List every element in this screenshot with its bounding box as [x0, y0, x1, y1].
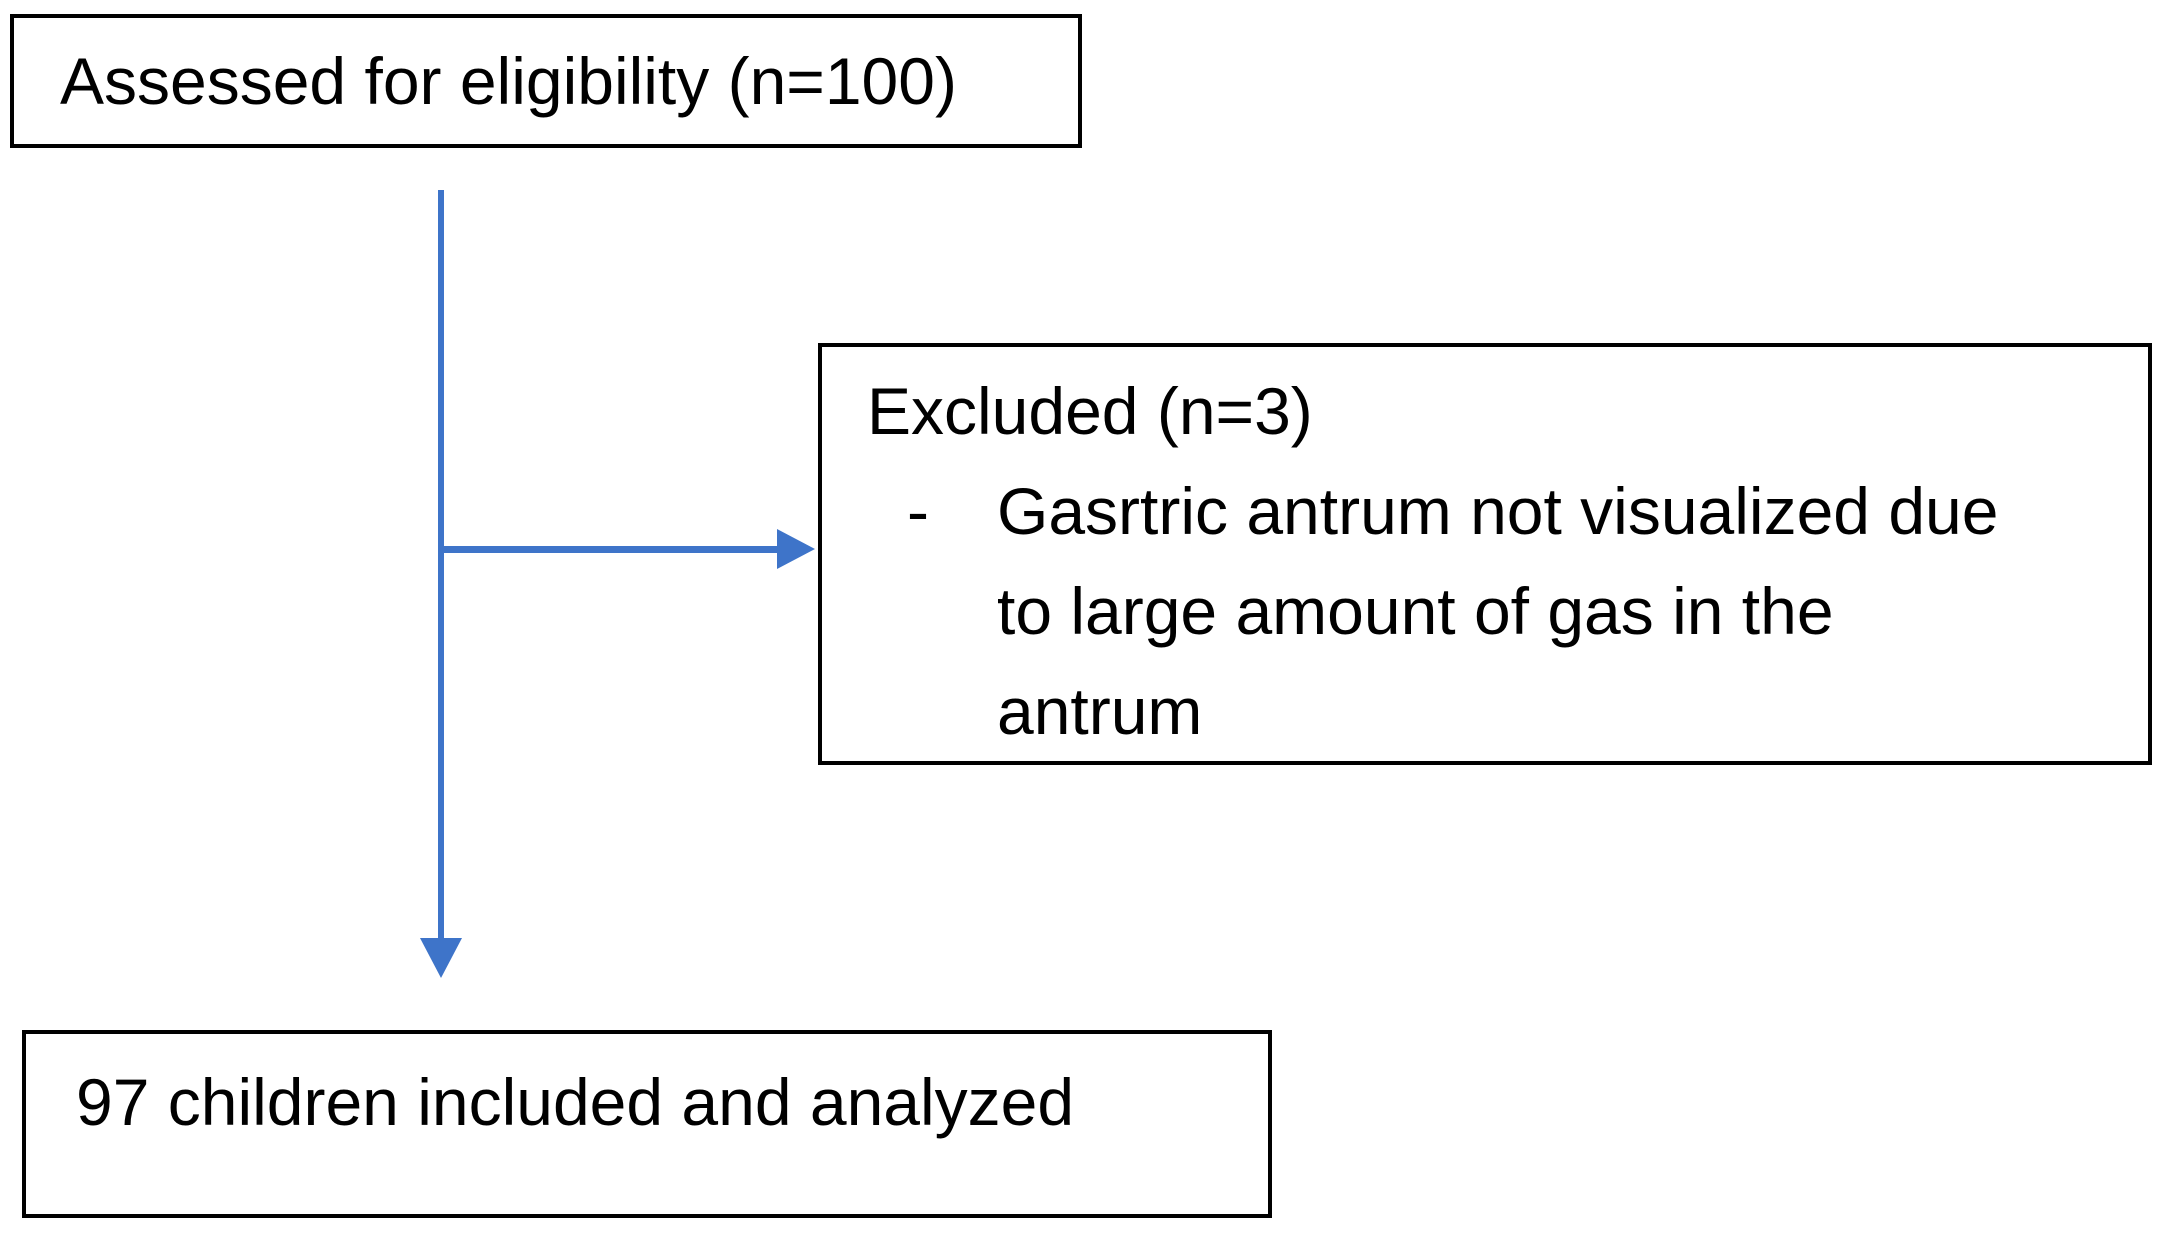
flow-line-horizontal: [441, 546, 777, 553]
analyzed-label: 97 children included and analyzed: [76, 1065, 1075, 1139]
assessed-for-eligibility-box: Assessed for eligibility (n=100): [10, 14, 1082, 148]
flow-line-vertical: [438, 190, 444, 938]
excluded-bullet-item: - Gasrtric antrum not visualized due to …: [907, 461, 2148, 761]
arrow-down-icon: [420, 938, 462, 978]
excluded-reason-text: Gasrtric antrum not visualized due to la…: [997, 474, 1999, 748]
excluded-title: Excluded (n=3): [867, 374, 1313, 448]
bullet-dash: -: [907, 474, 929, 548]
excluded-box: Excluded (n=3) - Gasrtric antrum not vis…: [818, 343, 2152, 765]
arrow-right-icon: [777, 529, 815, 569]
assessed-label: Assessed for eligibility (n=100): [60, 44, 957, 118]
analyzed-box: 97 children included and analyzed: [22, 1030, 1272, 1218]
